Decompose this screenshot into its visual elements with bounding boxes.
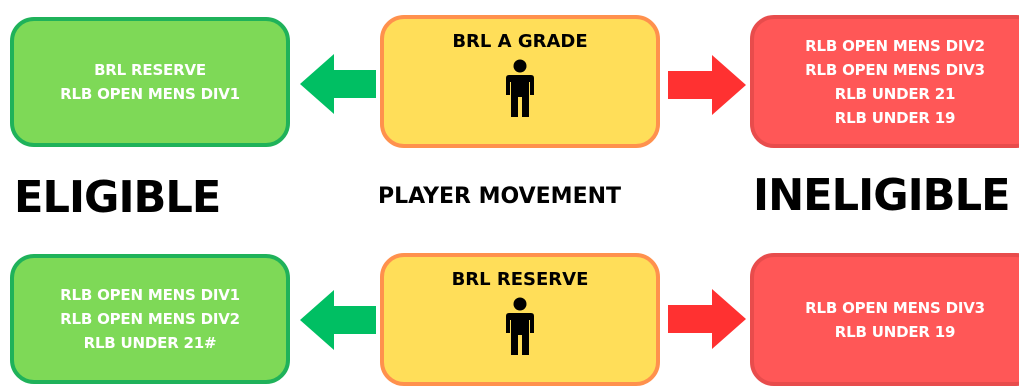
ineligible-item: RLB OPEN MENS DIV2 — [805, 36, 985, 55]
ineligible-item: RLB OPEN MENS DIV3 — [805, 298, 985, 317]
arrow-left-icon — [300, 54, 376, 114]
arrow-right-icon — [668, 289, 746, 349]
eligible-box-reserve: RLB OPEN MENS DIV1 RLB OPEN MENS DIV2 RL… — [10, 254, 290, 384]
person-icon — [506, 297, 534, 355]
grade-title: BRL RESERVE — [451, 269, 589, 290]
ineligible-item: RLB UNDER 19 — [834, 108, 956, 127]
grade-title: BRL A GRADE — [452, 31, 588, 52]
arrow-right-icon — [668, 55, 746, 115]
ineligible-item: RLB UNDER 21 — [834, 84, 956, 103]
ineligible-box-a-grade: RLB OPEN MENS DIV2 RLB OPEN MENS DIV3 RL… — [750, 15, 1019, 148]
player-movement-heading: PLAYER MOVEMENT — [378, 184, 622, 209]
ineligible-heading: INELIGIBLE — [753, 170, 1011, 221]
ineligible-item: RLB OPEN MENS DIV3 — [805, 60, 985, 79]
arrow-left-icon — [300, 290, 376, 350]
eligible-item: BRL RESERVE — [94, 61, 206, 79]
eligible-item: RLB OPEN MENS DIV2 — [60, 310, 240, 328]
eligible-heading: ELIGIBLE — [14, 172, 221, 223]
eligible-item: RLB OPEN MENS DIV1 — [60, 286, 240, 304]
eligible-item: RLB OPEN MENS DIV1 — [60, 85, 240, 103]
grade-box-a-grade: BRL A GRADE — [380, 15, 660, 148]
eligible-box-a-grade: BRL RESERVE RLB OPEN MENS DIV1 — [10, 17, 290, 147]
person-icon — [506, 59, 534, 117]
grade-box-reserve: BRL RESERVE — [380, 253, 660, 386]
eligible-item: RLB UNDER 21# — [83, 334, 217, 352]
ineligible-box-reserve: RLB OPEN MENS DIV3 RLB UNDER 19 — [750, 253, 1019, 386]
ineligible-item: RLB UNDER 19 — [834, 322, 956, 341]
